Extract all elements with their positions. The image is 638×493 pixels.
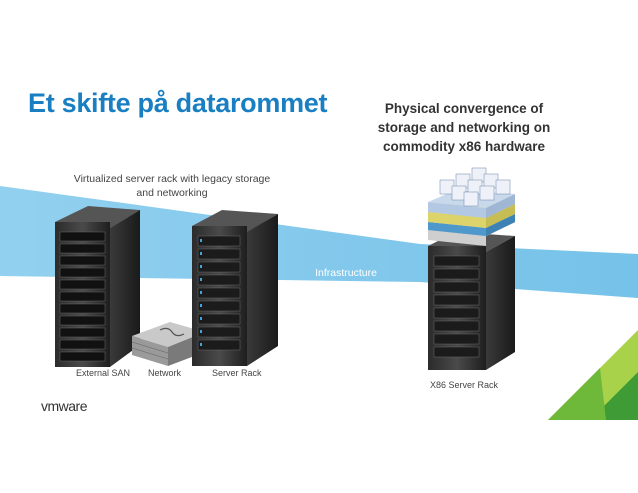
corner-decoration: [548, 330, 638, 420]
virtualized-caption: Virtualized server rack with legacy stor…: [73, 173, 271, 199]
network-label: Network: [148, 368, 182, 378]
convergence-text: Physical convergence of storage and netw…: [377, 101, 551, 154]
server-rack-label: Server Rack: [212, 368, 262, 378]
external-san-label: External SAN: [76, 368, 131, 378]
x86-server-rack: [428, 232, 515, 370]
vmware-logo-text: vmware: [41, 398, 88, 414]
x86-server-rack-label: X86 Server Rack: [430, 380, 499, 390]
vm-cubes: [439, 167, 511, 207]
server-rack: [192, 210, 278, 366]
software-stack: [427, 190, 516, 246]
slide-title: Et skifte på datarommet: [28, 88, 328, 118]
slide: Et skifte på datarommet Physical converg…: [0, 88, 638, 420]
diagram-graphics: [0, 167, 638, 420]
vmware-logo: vmware: [41, 398, 88, 414]
infrastructure-shift-label: Infrastructure Shift: [315, 267, 377, 293]
external-san-rack: [55, 206, 140, 367]
